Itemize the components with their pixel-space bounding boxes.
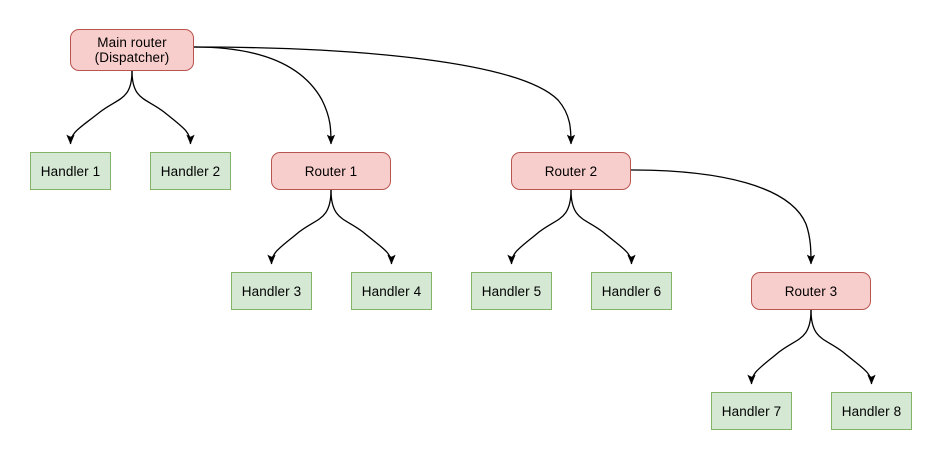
edge-router3-handler7 [747, 309, 812, 385]
edge-router2-handler6 [570, 189, 636, 265]
node-label: Handler 6 [601, 283, 662, 299]
node-label: Handler 2 [160, 163, 221, 179]
node-label: Handler 3 [241, 283, 302, 299]
node-label: Handler 8 [841, 403, 902, 419]
node-label: Router 3 [784, 283, 838, 299]
node-handler-6[interactable]: Handler 6 [591, 272, 672, 310]
node-handler-5[interactable]: Handler 5 [471, 272, 552, 310]
node-router-1[interactable]: Router 1 [271, 152, 391, 190]
edge-router3-handler8 [810, 309, 876, 385]
node-label: Handler 1 [40, 163, 101, 179]
node-label: Router 1 [304, 163, 358, 179]
node-handler-7[interactable]: Handler 7 [711, 392, 792, 430]
edge-main-router1 [193, 46, 336, 145]
node-label: Handler 7 [721, 403, 782, 419]
node-label: Router 2 [544, 163, 598, 179]
node-handler-8[interactable]: Handler 8 [831, 392, 912, 430]
edge-router1-handler3 [267, 189, 332, 265]
node-main-router[interactable]: Main router (Dispatcher) [70, 29, 194, 71]
node-label: Main router (Dispatcher) [94, 35, 170, 65]
node-label: Handler 4 [361, 283, 422, 299]
edge-router2-router3 [630, 169, 816, 265]
edge-router2-handler5 [507, 189, 572, 265]
node-handler-2[interactable]: Handler 2 [150, 152, 231, 190]
edge-main-router2 [193, 46, 576, 145]
node-router-2[interactable]: Router 2 [511, 152, 631, 190]
node-router-3[interactable]: Router 3 [751, 272, 871, 310]
edge-main-handler1 [66, 70, 133, 145]
node-label: Handler 5 [481, 283, 542, 299]
node-handler-1[interactable]: Handler 1 [30, 152, 111, 190]
node-handler-3[interactable]: Handler 3 [231, 272, 312, 310]
edge-main-handler2 [131, 70, 195, 145]
edge-router1-handler4 [330, 189, 396, 265]
node-handler-4[interactable]: Handler 4 [351, 272, 432, 310]
